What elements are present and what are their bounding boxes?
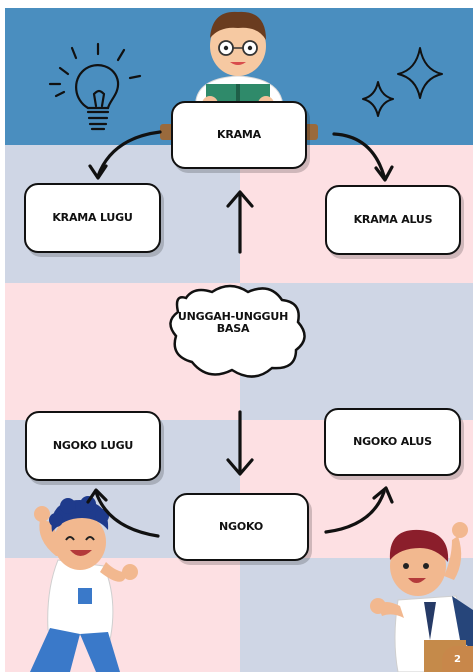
arrow-krama-to-krama-lugu	[96, 130, 162, 178]
node-ngoko: NGOKO	[173, 493, 309, 561]
node-krama: KRAMA	[171, 101, 307, 169]
node-ngoko-alus: NGOKO ALUS	[324, 408, 461, 476]
lightbulb-icon	[48, 42, 142, 131]
arrow-krama-to-krama-alus-head	[374, 165, 394, 182]
arrow-ngoko-to-ngoko-alus-head	[372, 486, 394, 504]
arrow-krama-to-krama-lugu-head	[88, 164, 108, 180]
page-number-badge: 2	[442, 646, 473, 672]
node-krama-alus-label: KRAMA ALUS	[353, 213, 433, 226]
node-krama-lugu-label: KRAMA LUGU	[52, 211, 133, 224]
arrow-ngoko-to-ngoko-alus	[324, 490, 386, 534]
node-krama-label: KRAMA	[217, 128, 261, 141]
node-ngoko-alus-label: NGOKO ALUS	[353, 435, 432, 448]
node-ngoko-label: NGOKO	[219, 520, 263, 533]
arrow-center-to-krama-head	[226, 190, 254, 208]
node-ngoko-lugu-label: NGOKO LUGU	[52, 439, 134, 452]
connector-arrows	[86, 130, 394, 538]
node-krama-lugu: KRAMA LUGU	[24, 183, 161, 253]
cheering-boy-left-illustration	[30, 496, 138, 672]
node-center-label: UNGGAH-UNGGUH BASA	[177, 310, 289, 335]
arrow-ngoko-to-ngoko-lugu-head	[86, 488, 108, 504]
arrow-center-to-ngoko-head	[226, 458, 254, 476]
node-ngoko-lugu: NGOKO LUGU	[25, 411, 161, 481]
arrow-krama-to-krama-alus	[332, 132, 386, 178]
arrow-ngoko-to-ngoko-lugu	[94, 490, 160, 538]
sparkle-stars-icon	[362, 47, 443, 117]
node-krama-alus: KRAMA ALUS	[325, 185, 461, 255]
center-cloud-shape	[169, 284, 306, 378]
